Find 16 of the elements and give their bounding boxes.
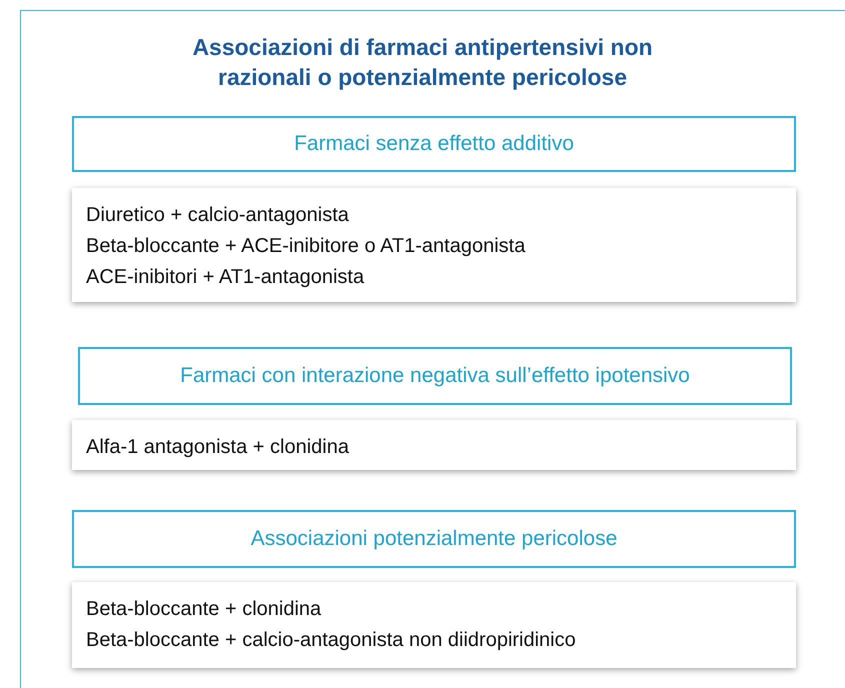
content-card <box>72 582 796 668</box>
list-item: Diuretico + calcio-antagonista <box>86 203 349 228</box>
title: Associazioni di farmaci antipertensivi non razionali o potenzialmente pericolose <box>191 33 654 92</box>
content-card <box>72 420 796 470</box>
section-heading: Farmaci senza effetto additivo <box>294 132 574 156</box>
list-item: ACE-inibitori + AT1-antagonista <box>86 265 364 290</box>
list-item: Beta-bloccante + calcio-antagonista non diidropiridinico <box>86 628 576 653</box>
header-box <box>78 347 792 405</box>
list-item: Beta-bloccante + clonidina <box>86 597 322 622</box>
section-heading: Farmaci con interazione negativa sull’effetto ipotensivo <box>180 364 690 388</box>
header-box <box>72 116 796 172</box>
content-card <box>72 188 796 302</box>
list-item: Alfa-1 antagonista + clonidina <box>86 435 349 460</box>
header-box <box>72 510 796 568</box>
list-item: Beta-bloccante + ACE-inibitore o AT1-antagonista <box>86 234 526 259</box>
section-heading: Associazioni potenzialmente pericolose <box>250 527 618 551</box>
